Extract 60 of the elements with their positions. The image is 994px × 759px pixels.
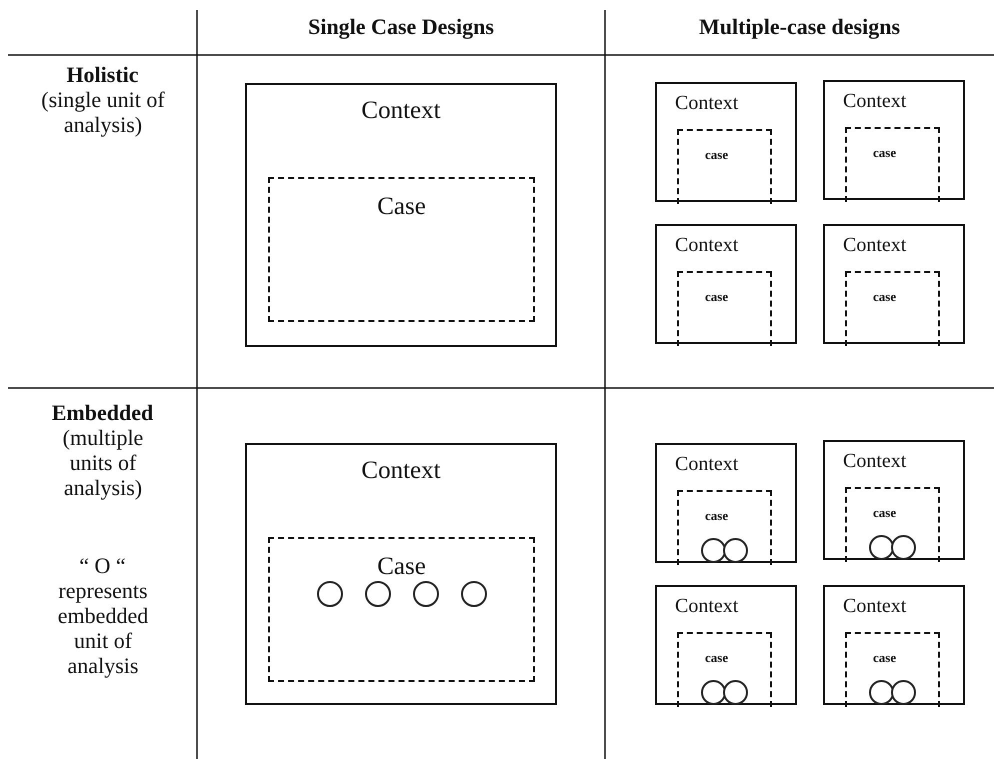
row-header: Holistic [65, 62, 140, 87]
case-label: case [873, 145, 896, 161]
case-box [845, 487, 940, 562]
context-label: Context [843, 450, 906, 473]
context-box [655, 585, 797, 705]
embedded-unit-circle [364, 581, 390, 607]
column-header: Single Case Designs [307, 14, 495, 39]
case-label: case [873, 650, 896, 666]
column-header: Multiple-case designs [698, 14, 902, 39]
embedded-unit-circle [460, 581, 486, 607]
case-box [268, 177, 535, 322]
legend-note: represents embedded unit of analysis [56, 578, 150, 678]
context-box [823, 224, 965, 344]
case-label: case [705, 147, 728, 163]
context-label: Context [843, 90, 906, 113]
context-label: Context [361, 457, 441, 485]
case-box [677, 271, 772, 346]
embedded-unit-circle [869, 680, 894, 705]
case-box [677, 632, 772, 707]
row-header: Embedded [50, 400, 154, 425]
case-label: case [705, 508, 728, 524]
embedded-unit-circle [869, 535, 894, 560]
context-label: Context [843, 234, 906, 257]
case-box [677, 490, 772, 565]
case-box [845, 127, 940, 202]
context-box [823, 585, 965, 705]
context-box [655, 224, 797, 344]
context-label: Context [675, 595, 738, 618]
embedded-unit-circle [891, 680, 916, 705]
embedded-unit-circle [723, 680, 748, 705]
context-label: Context [361, 97, 441, 125]
embedded-unit-circle [723, 538, 748, 563]
embedded-unit-circle [701, 538, 726, 563]
case-label: case [873, 289, 896, 305]
context-box [245, 443, 557, 705]
case-box [268, 537, 535, 682]
case-box [677, 129, 772, 204]
case-label: case [873, 505, 896, 521]
row-description: (single unit of analysis) [40, 87, 166, 137]
embedded-unit-circle [412, 581, 438, 607]
symbol-note: “ O “ [78, 553, 127, 578]
case-label: Case [377, 193, 426, 221]
row-description: (multiple units of analysis) [62, 425, 144, 500]
embedded-unit-circle [701, 680, 726, 705]
context-label: Context [675, 234, 738, 257]
case-box [845, 632, 940, 707]
case-label: case [705, 650, 728, 666]
context-label: Context [675, 453, 738, 476]
context-box [655, 443, 797, 563]
context-box [823, 80, 965, 200]
embedded-unit-circle [891, 535, 916, 560]
context-label: Context [675, 92, 738, 115]
case-box [845, 271, 940, 346]
case-label: case [705, 289, 728, 305]
context-box [245, 83, 557, 347]
context-box [823, 440, 965, 560]
context-box [655, 82, 797, 202]
case-label: Case [377, 553, 426, 581]
embedded-unit-circle [316, 581, 342, 607]
context-label: Context [843, 595, 906, 618]
